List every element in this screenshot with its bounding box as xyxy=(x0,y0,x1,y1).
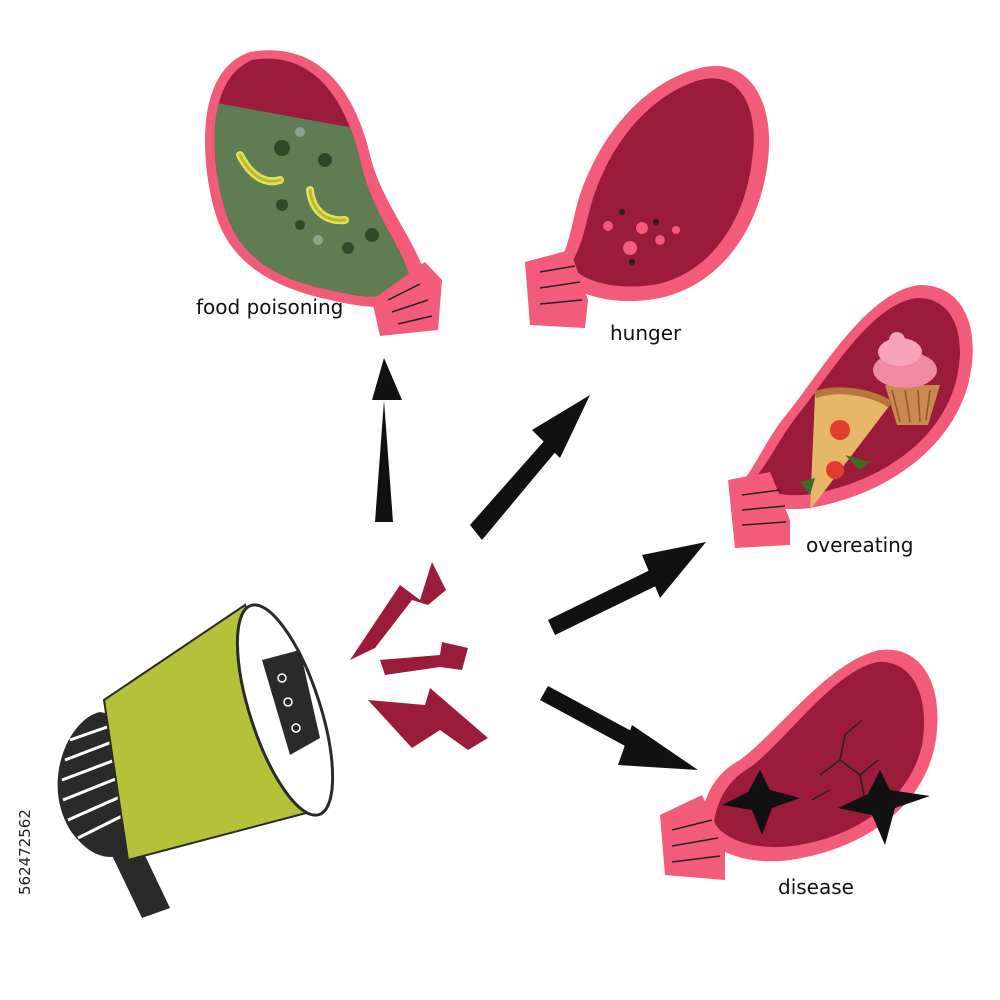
label-disease: disease xyxy=(778,875,854,899)
sound-bolts xyxy=(350,562,488,750)
stock-id: 562472562 xyxy=(16,809,34,895)
label-food-poisoning: food poisoning xyxy=(196,295,343,319)
esophagus-ridges xyxy=(660,795,725,880)
spike-icon xyxy=(722,770,930,845)
hunger-bubbles-icon xyxy=(603,209,680,265)
esophagus-ridges xyxy=(372,262,442,336)
bacteria-icon xyxy=(236,127,379,254)
esophagus-ridges xyxy=(728,472,790,548)
label-hunger: hunger xyxy=(610,321,682,345)
arrow-icon-disease xyxy=(540,686,698,770)
pizza-icon xyxy=(800,387,893,510)
cupcake-icon xyxy=(873,332,940,425)
stomach-disease xyxy=(660,649,938,880)
arrow-icon-hunger xyxy=(470,395,590,540)
arrow-icon-overeating xyxy=(548,542,706,635)
label-overeating: overeating xyxy=(806,533,914,557)
crack-icon xyxy=(811,719,881,813)
stomach-overeating xyxy=(728,285,973,548)
esophagus-ridges xyxy=(525,250,588,328)
stomach-hunger xyxy=(525,66,770,328)
megaphone-icon xyxy=(57,603,335,918)
stomach-food-poisoning xyxy=(204,50,442,336)
arrow-icon-up xyxy=(372,358,402,522)
